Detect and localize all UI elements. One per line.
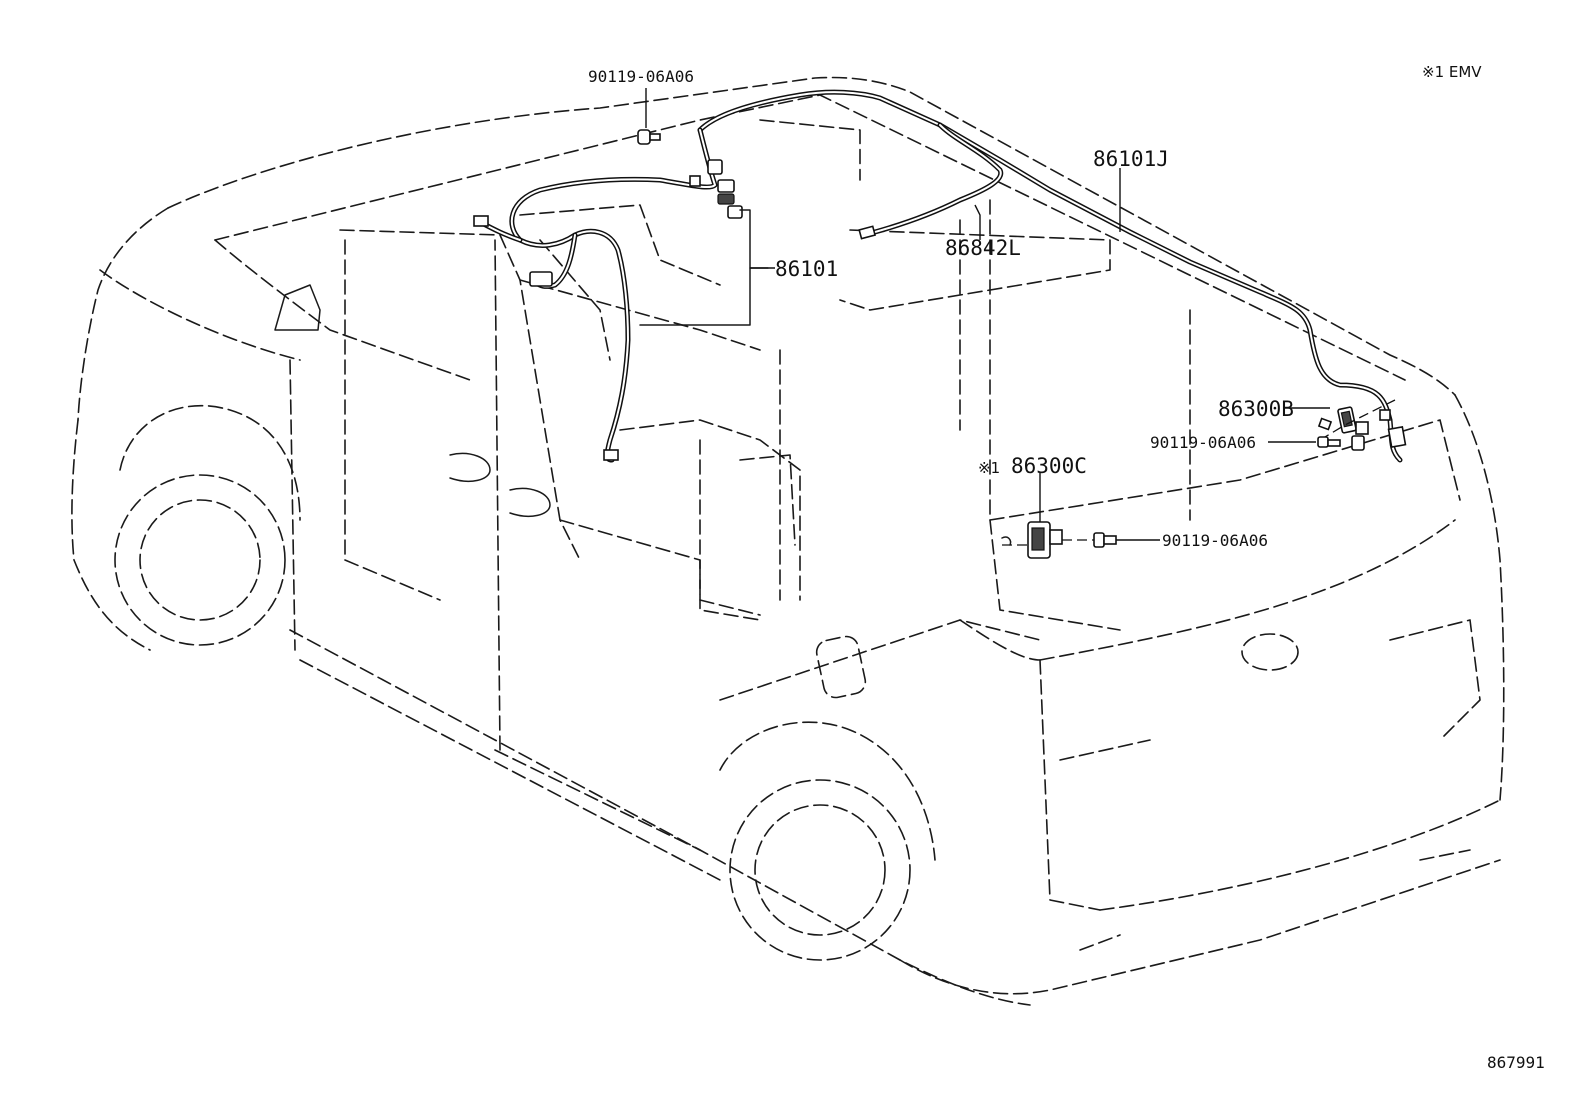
label-antenna-b: 86300B [1218,397,1294,421]
part-labels: 90119-06A06 ※1 EMV 86101J 86842L 86101 8… [588,63,1545,1072]
label-bolt-lower: 90119-06A06 [1162,531,1268,550]
leader-lines [750,168,1121,269]
label-harness-front: 86101 [775,257,838,281]
label-bolt-right: 90119-06A06 [1150,433,1256,452]
label-note-marker: ※1 [978,459,1000,477]
vehicle-body-outline [71,76,1505,1006]
bolt-top [637,88,661,145]
label-bolt-top: 90119-06A06 [588,67,694,86]
label-harness-roof: 86101J [1093,147,1169,171]
antenna-86300B [1285,399,1396,451]
label-antenna-c: 86300C [1011,454,1087,478]
roof-harness-86101J [697,89,1407,463]
label-diagram-number: 867991 [1487,1053,1545,1072]
bolt-lower [1062,532,1160,548]
antenna-86300C [1001,472,1063,559]
label-antenna-cord: 86842L [945,236,1021,260]
bolt-right [1268,436,1341,448]
label-note: ※1 EMV [1422,63,1482,81]
front-harness-86101 [473,127,769,463]
